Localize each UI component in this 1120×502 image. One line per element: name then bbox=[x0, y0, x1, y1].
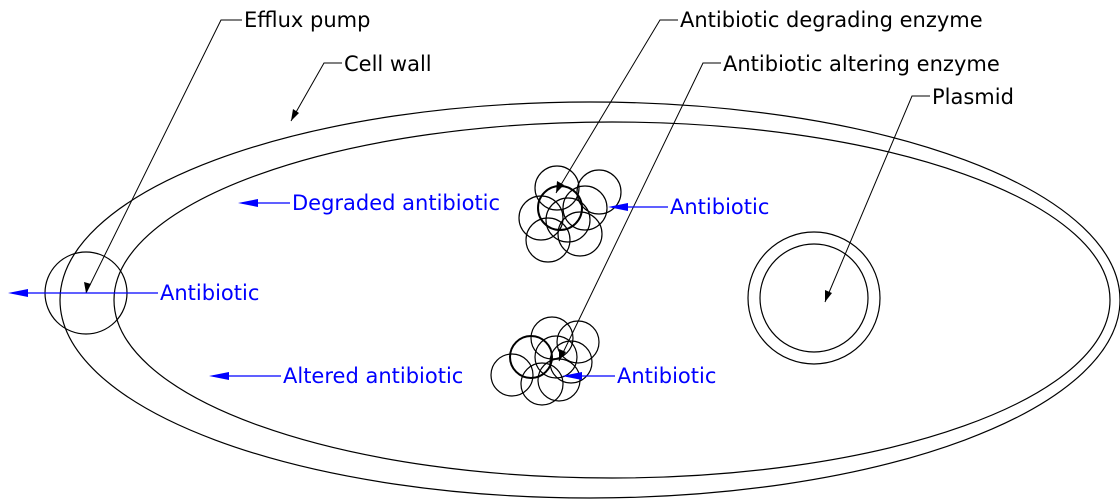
degrading-enzyme-leader bbox=[556, 20, 678, 193]
label-degraded-antibiotic: Degraded antibiotic bbox=[292, 191, 500, 215]
efflux-flow-arrowhead bbox=[8, 289, 28, 297]
cell-wall-inner bbox=[114, 122, 1110, 478]
label-alter-antibiotic-in: Antibiotic bbox=[617, 364, 716, 388]
label-efflux-pump: Efflux pump bbox=[244, 8, 370, 32]
label-degrade-antibiotic-in: Antibiotic bbox=[670, 195, 769, 219]
label-degrading-enzyme: Antibiotic degrading enzyme bbox=[680, 8, 983, 32]
cell-wall-leader bbox=[291, 63, 342, 121]
label-efflux-antibiotic: Antibiotic bbox=[160, 281, 259, 305]
plasmid-outer-ring bbox=[748, 232, 880, 364]
efflux-pump-leader-arrowhead bbox=[84, 282, 91, 293]
cell-wall-leader-arrowhead bbox=[291, 109, 299, 121]
plasmid-inner-ring bbox=[760, 244, 868, 352]
altered-flow-arrowhead bbox=[209, 372, 229, 380]
degrading-enzyme-cluster bbox=[519, 166, 621, 262]
efflux-pump-leader bbox=[86, 20, 242, 293]
label-cell-wall: Cell wall bbox=[344, 52, 432, 76]
altering-enzyme-cluster bbox=[491, 317, 599, 405]
alter-in-flow-arrowhead bbox=[562, 372, 582, 380]
label-altered-antibiotic: Altered antibiotic bbox=[283, 364, 463, 388]
degraded-flow-arrowhead bbox=[238, 199, 258, 207]
label-altering-enzyme: Antibiotic altering enzyme bbox=[723, 52, 1000, 76]
label-plasmid: Plasmid bbox=[932, 85, 1014, 109]
plasmid-leader bbox=[825, 96, 930, 302]
plasmid-leader-arrowhead bbox=[825, 290, 832, 302]
